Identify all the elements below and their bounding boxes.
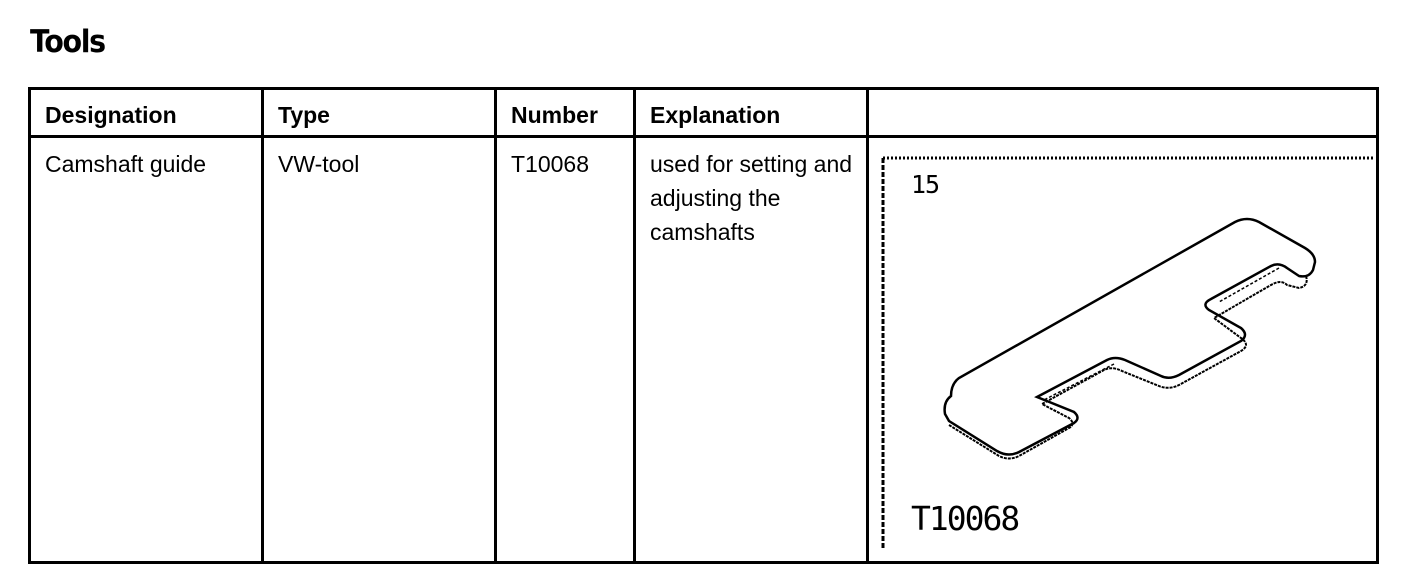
cell-illustration: 15 T10068 (866, 135, 1379, 564)
figure-number: 15 (911, 170, 940, 199)
camshaft-guide-plate-icon (881, 156, 1373, 548)
header-type: Type (261, 87, 497, 138)
cell-explanation: used for setting and adjusting the camsh… (633, 135, 869, 564)
header-explanation: Explanation (633, 87, 869, 138)
cell-designation: Camshaft guide (28, 135, 264, 564)
cell-type: VW-tool (261, 135, 497, 564)
table-header-row: Designation Type Number Explanation (28, 87, 1379, 138)
header-number: Number (494, 87, 636, 138)
header-designation: Designation (28, 87, 264, 138)
table-row: Camshaft guide VW-tool T10068 used for s… (28, 135, 1379, 564)
header-image (866, 87, 1379, 138)
cell-number: T10068 (494, 135, 636, 564)
figure-tool-code: T10068 (911, 499, 1020, 538)
tools-table: Designation Type Number Explanation Cams… (28, 87, 1379, 564)
page-title: Tools (30, 24, 106, 60)
